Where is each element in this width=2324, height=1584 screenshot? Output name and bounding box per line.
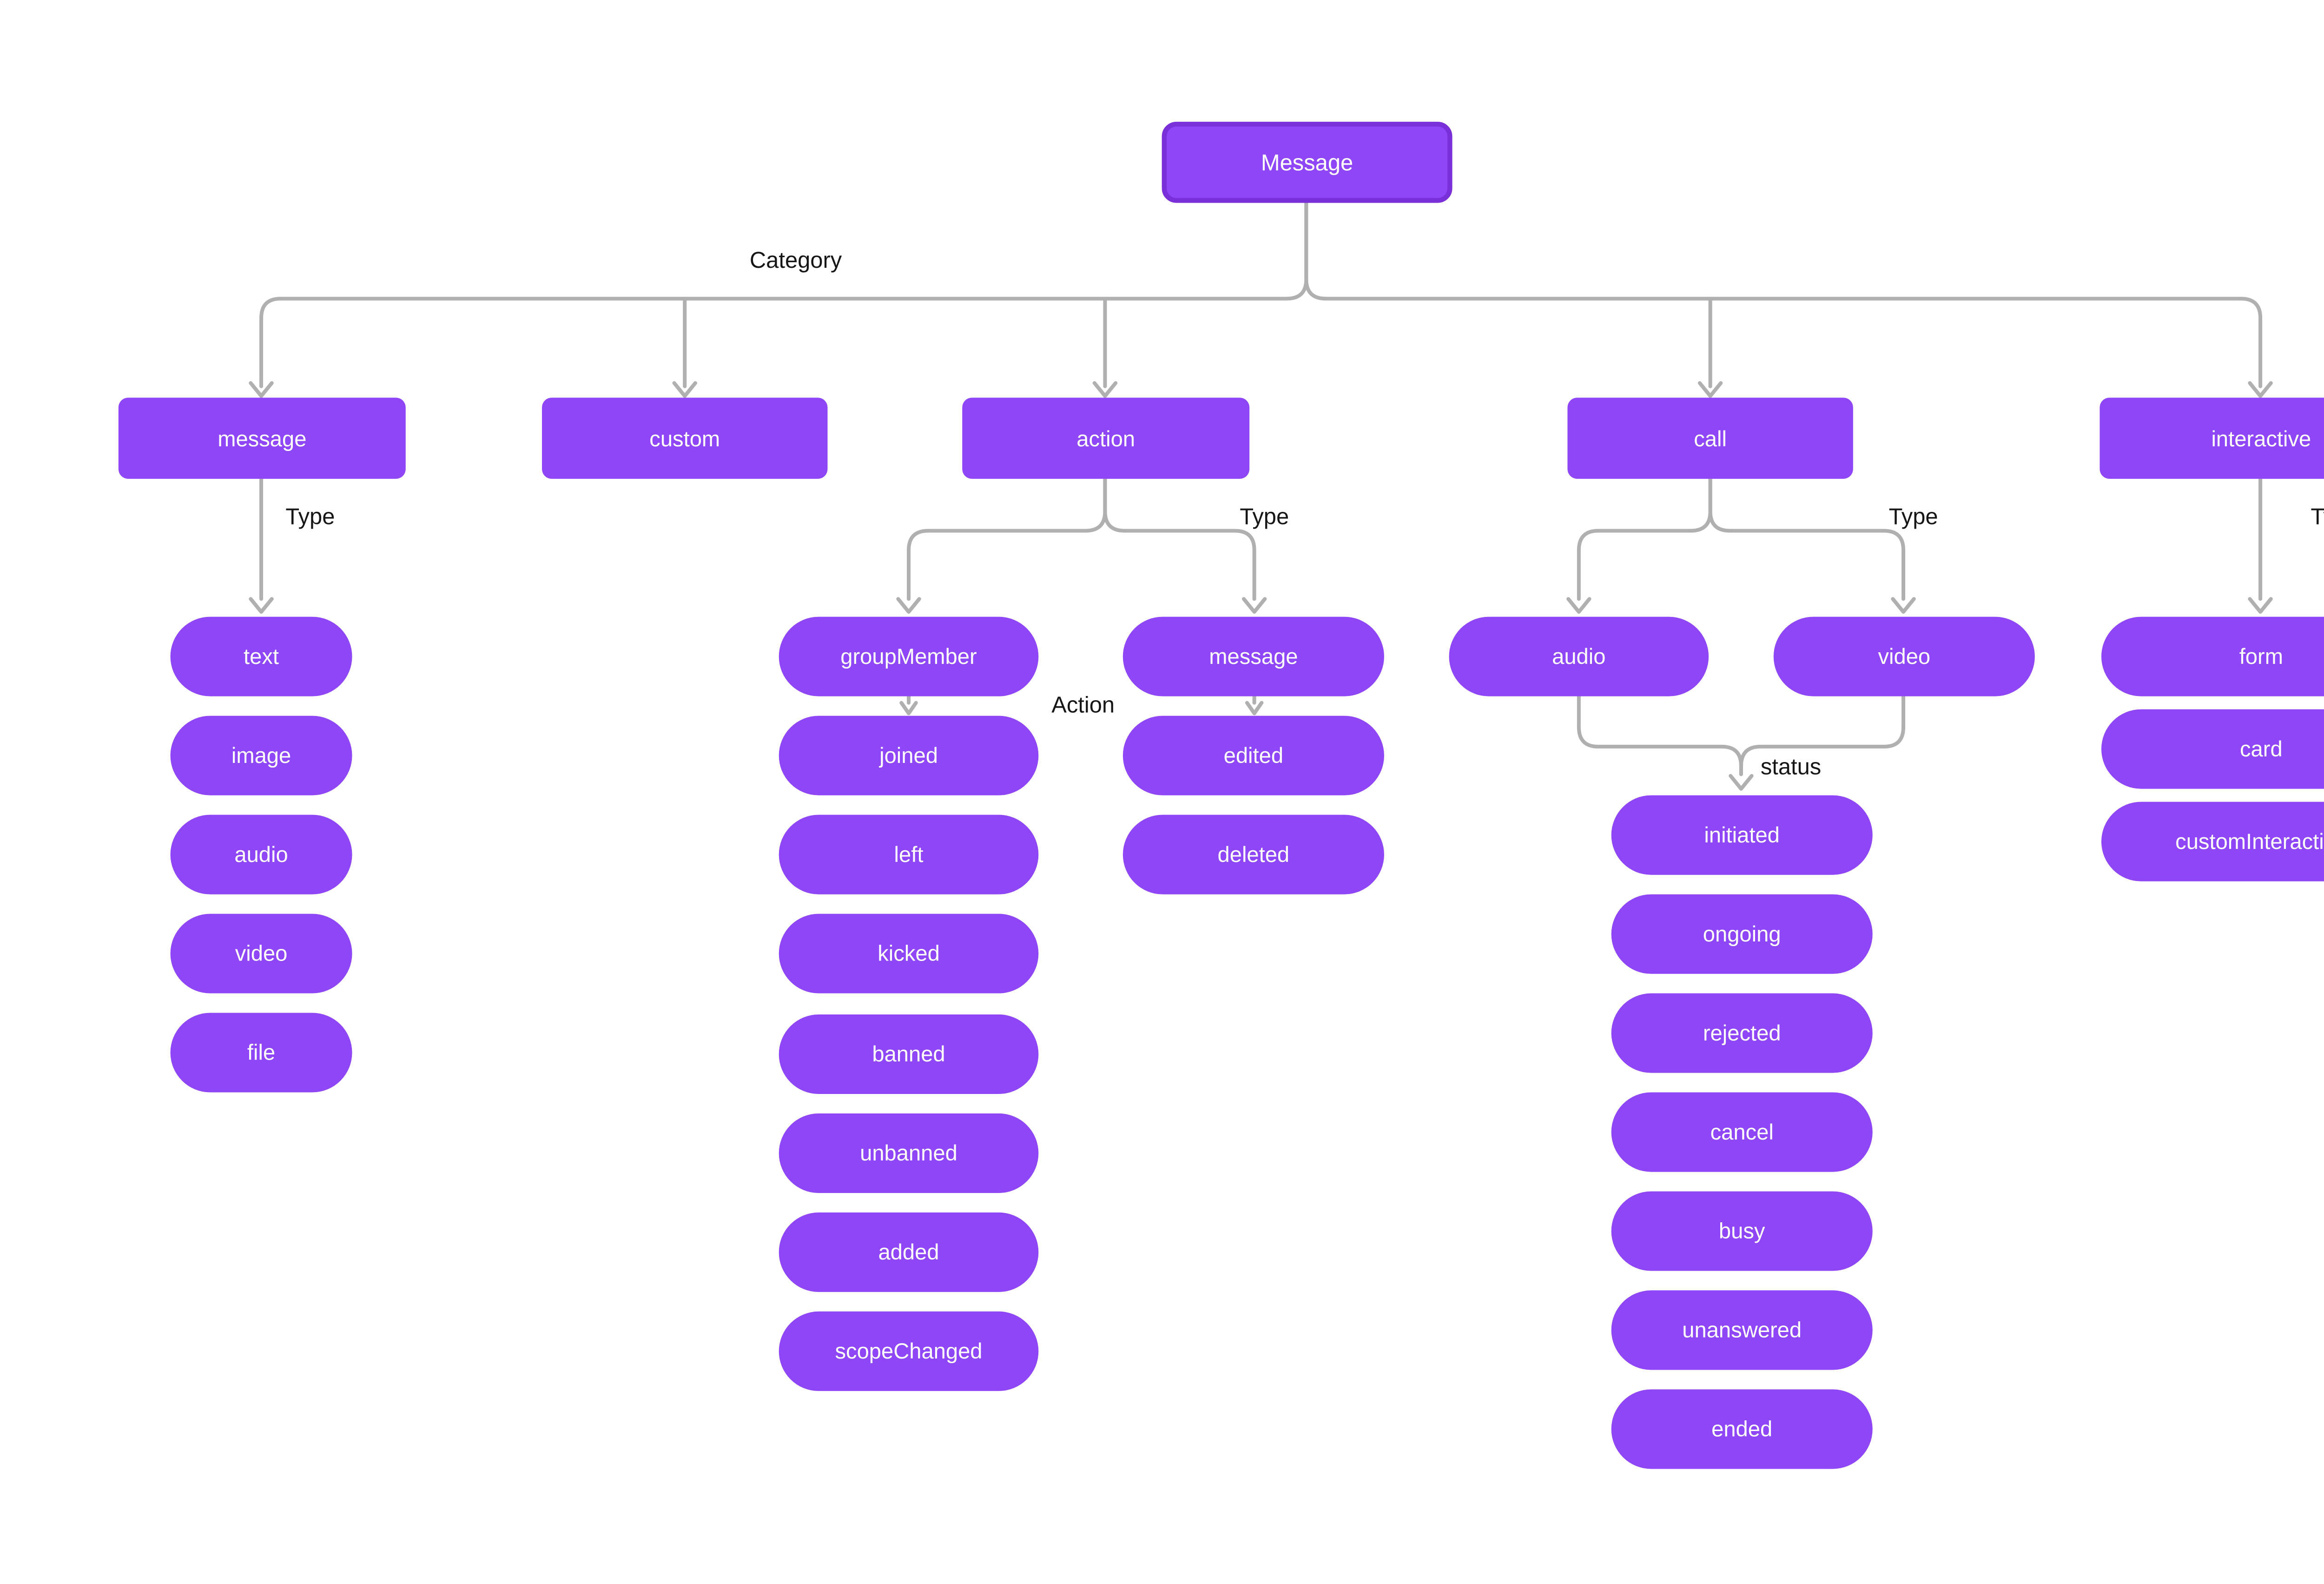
node-gmaction-scopechanged: scopeChanged xyxy=(779,1311,1039,1391)
edge-audio-merge xyxy=(1577,694,1743,776)
edge-interactive-to-form xyxy=(2248,477,2273,614)
edge-groupmember-to-joined xyxy=(899,694,918,716)
node-interactivetype-card: card xyxy=(2101,709,2324,789)
edge-merge-arrowhead xyxy=(1729,774,1754,791)
node-callstatus-busy: busy xyxy=(1611,1191,1873,1271)
node-interactivetype-form: form xyxy=(2101,616,2324,696)
node-callstatus-rejected: rejected xyxy=(1611,993,1873,1073)
node-interactivetype-custominteractive: customInteractive xyxy=(2101,802,2324,881)
node-messagetype-text: text xyxy=(170,616,352,696)
node-messagetype-video: video xyxy=(170,914,352,994)
node-category-custom: custom xyxy=(542,398,828,479)
edge-call-to-audio xyxy=(1566,477,1712,614)
edge-label-type-message: Type xyxy=(285,503,335,530)
edge-message-to-edited xyxy=(1245,694,1264,716)
node-gmaction-left: left xyxy=(779,815,1039,895)
node-messagetype-image: image xyxy=(170,716,352,795)
node-callstatus-ongoing: ongoing xyxy=(1611,894,1873,974)
node-action-message: message xyxy=(1122,616,1384,696)
node-gmaction-added: added xyxy=(779,1212,1039,1292)
node-callstatus-unanswered: unanswered xyxy=(1611,1290,1873,1370)
edge-label-type-action: Type xyxy=(1240,503,1289,530)
edge-message-to-text xyxy=(249,477,274,614)
node-category-message: message xyxy=(118,398,406,479)
edge-label-action: Action xyxy=(1051,691,1115,718)
edge-call-to-video xyxy=(1708,477,1916,614)
node-gmaction-joined: joined xyxy=(779,716,1039,795)
edge-arrowheads-categories xyxy=(249,381,2273,398)
node-category-interactive: interactive xyxy=(2100,398,2324,479)
node-messagetype-file: file xyxy=(170,1013,352,1093)
node-gmaction-kicked: kicked xyxy=(779,914,1039,994)
edge-label-status: status xyxy=(1760,753,1822,779)
node-callstatus-ended: ended xyxy=(1611,1389,1873,1469)
edge-action-to-groupmember xyxy=(896,477,1107,614)
edge-bus-left xyxy=(259,201,1308,388)
node-callstatus-cancel: cancel xyxy=(1611,1092,1873,1172)
edge-label-type-interactive: Type xyxy=(2311,503,2324,530)
node-messagetype-audio: audio xyxy=(170,815,352,895)
edge-label-category: Category xyxy=(749,246,842,273)
node-calltype-audio: audio xyxy=(1449,616,1709,696)
node-action-groupmember: groupMember xyxy=(779,616,1039,696)
node-msgaction-edited: edited xyxy=(1122,716,1384,795)
edge-action-to-message xyxy=(1103,477,1267,614)
node-root-message: Message xyxy=(1162,121,1452,203)
node-msgaction-deleted: deleted xyxy=(1122,815,1384,895)
edge-label-type-call: Type xyxy=(1888,503,1938,530)
edge-video-merge xyxy=(1739,694,1906,776)
node-category-action: action xyxy=(962,398,1250,479)
node-category-call: call xyxy=(1567,398,1853,479)
node-callstatus-initiated: initiated xyxy=(1611,795,1873,875)
node-gmaction-unbanned: unbanned xyxy=(779,1113,1039,1193)
edge-bus-right xyxy=(1304,201,2263,388)
node-gmaction-banned: banned xyxy=(779,1014,1039,1094)
node-calltype-video: video xyxy=(1773,616,2035,696)
